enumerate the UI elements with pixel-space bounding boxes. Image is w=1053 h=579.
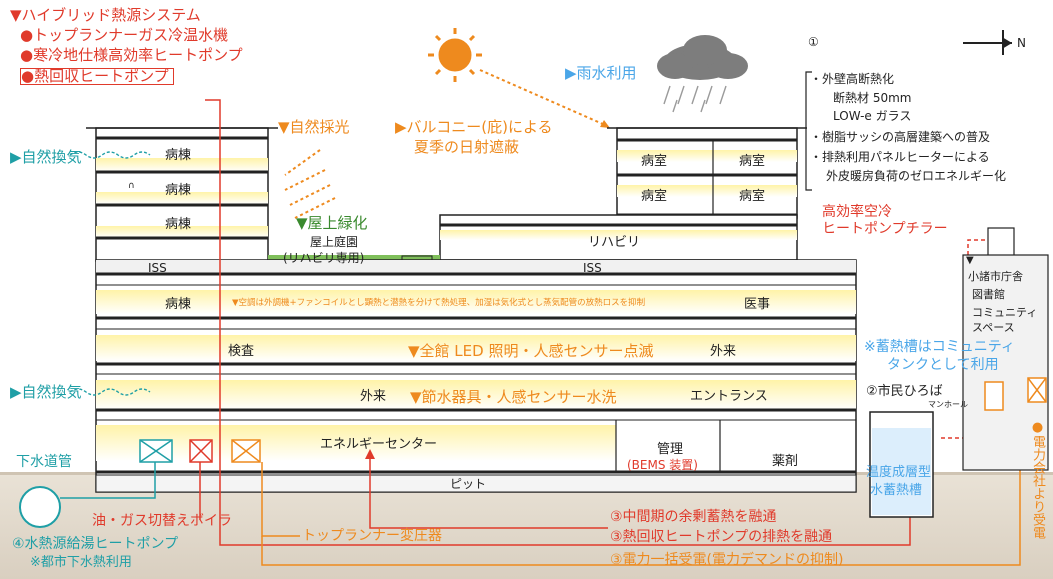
sun-ray-arrowhead	[600, 120, 610, 128]
balcony-label-line2: 夏季の日射遮蔽	[414, 138, 520, 156]
patient-room-3: 病室	[641, 189, 668, 204]
tank-label-line1: 温度成層型	[866, 465, 932, 480]
patient-room-1: 病室	[641, 154, 668, 169]
management-label: 管理	[657, 442, 684, 457]
north-arrow-icon	[963, 30, 1012, 55]
storage-note-line1: ※蓄熱槽はコミュニティ	[864, 339, 1015, 355]
civic-line4: スペース	[972, 321, 1015, 334]
roof-greening-label: ▼屋上緑化	[296, 214, 368, 232]
balcony-label-line1: ▶バルコニー(庇)による	[395, 118, 553, 136]
chiller-label-line2: ヒートポンプチラー	[822, 221, 948, 237]
bulk-power-label: ③電力一括受電(電力デマンドの抑制)	[610, 552, 844, 568]
chiller-label-line1: 高効率空冷	[822, 204, 892, 220]
hybrid-item-1: ●トップランナーガス冷温水機	[20, 26, 229, 44]
rehab-label: リハビリ	[588, 235, 641, 250]
equipment-box-teal	[139, 439, 173, 463]
patient-room-2: 病室	[739, 154, 766, 169]
chiller-unit	[987, 227, 1015, 259]
civic-line1: 小諸市庁舎	[968, 270, 1023, 283]
sun-icon	[428, 28, 482, 82]
rain-use-label: ▶雨水利用	[565, 64, 637, 82]
natural-light-arrows	[284, 149, 336, 219]
power-line	[261, 420, 1021, 566]
hybrid-system-title: ▼ハイブリッド熱源システム	[10, 6, 201, 24]
power-company-label: ●電力会社より受電	[1030, 420, 1045, 539]
sewer-pipe-label: 下水道管	[16, 454, 72, 470]
sewer-pipe-icon	[19, 486, 61, 528]
heat-recovery-line	[205, 99, 911, 546]
tower-symbol: ∩	[128, 181, 135, 191]
hybrid-item-2: ●寒冷地仕様高効率ヒートポンプ	[20, 46, 243, 64]
surplus-heat-arrowhead	[365, 449, 375, 459]
note1-number: ①	[808, 35, 819, 49]
natural-light-label: ▼自然採光	[278, 118, 350, 136]
surplus-heat-line	[369, 453, 608, 529]
north-label: N	[1017, 36, 1026, 50]
outpatient-label-1: 外来	[710, 344, 737, 359]
pit-label: ピット	[450, 477, 487, 491]
civic-line3: コミュニティ	[972, 306, 1038, 319]
storage-tank-water	[872, 428, 931, 515]
equipment-box-orange	[231, 439, 261, 463]
transformer-label: トップランナー変圧器	[302, 528, 442, 544]
sewer-heat-pump-label: ④水熱源給湯ヒートポンプ	[12, 536, 179, 552]
roof-garden-sub-label: (リハビリ専用)	[283, 251, 365, 265]
iss-label-1: ISS	[148, 261, 167, 275]
note1-line4: ・樹脂サッシの高層建築への普及	[810, 130, 991, 144]
hybrid-item-3: ●熱回収ヒートポンプ	[20, 68, 174, 85]
tank-label-line2: 水蓄熱槽	[870, 483, 923, 498]
civic-building	[962, 254, 1049, 471]
surplus-heat-label: ③中間期の余剰蓄熱を融通	[610, 509, 777, 525]
right-tower	[607, 127, 807, 219]
pharmacy-label: 薬剤	[772, 454, 799, 469]
bems-label: (BEMS 装置)	[627, 458, 698, 472]
inspection-label: 検査	[228, 344, 255, 359]
equipment-box-red	[189, 439, 213, 463]
patient-room-4: 病室	[739, 189, 766, 204]
note1-line3: LOW-e ガラス	[833, 109, 912, 123]
boiler-label: 油・ガス切替えボイラ	[92, 513, 232, 529]
ward-label-2: 病棟	[165, 183, 192, 198]
entrance-label: エントランス	[690, 389, 768, 404]
rain-icon	[663, 85, 727, 113]
ventilation-wave-1	[69, 151, 151, 159]
natural-ventilation-label-1: ▶自然換気	[10, 148, 82, 166]
note-bracket	[805, 71, 812, 191]
left-tower	[86, 127, 278, 262]
ac-note: ▼空調は外調機+ファンコイルとし顕熱と潜熱を分けて熱処理、加湿は気化式とし蒸気配…	[232, 298, 646, 308]
outpatient-label-2: 外来	[360, 389, 387, 404]
note1-line6: 外皮暖房負荷のゼロエネルギー化	[826, 169, 1007, 183]
ward-label-4: 病棟	[165, 297, 192, 312]
cloud-icon	[657, 35, 748, 80]
note1-line2: 断熱材 50mm	[833, 91, 912, 105]
water-saving-label: ▼節水器具・人感センサー水洗	[410, 388, 617, 406]
iss-label-2: ISS	[583, 261, 602, 275]
power-box	[1027, 377, 1047, 403]
manhole-label: マンホール	[928, 400, 968, 409]
ventilation-wave-2	[69, 388, 151, 396]
ward-label-1: 病棟	[165, 148, 192, 163]
civic-marker: ▼	[966, 255, 974, 266]
main-podium	[95, 259, 857, 493]
sewer-heat-pump-sub-label: ※都市下水熱利用	[30, 555, 132, 570]
manhole-box	[984, 381, 1004, 411]
natural-ventilation-label-2: ▶自然換気	[10, 383, 82, 401]
energy-center-label: エネルギーセンター	[320, 437, 438, 452]
led-lighting-label: ▼全館 LED 照明・人感センサー点滅	[408, 342, 654, 360]
plaza-label: ②市民ひろば	[866, 384, 943, 399]
sun-ray-arrow	[479, 69, 606, 126]
note1-line1: ・外壁高断熱化	[810, 72, 895, 86]
civic-line2: 図書館	[972, 288, 1005, 301]
ward-label-3: 病棟	[165, 217, 192, 232]
medical-affairs-label: 医事	[744, 297, 771, 312]
storage-note-line2: タンクとして利用	[887, 357, 999, 373]
roof-garden-label: 屋上庭園	[310, 235, 359, 249]
heat-recovery-exhaust-label: ③熱回収ヒートポンプの排熱を融通	[610, 529, 833, 545]
sewer-line	[60, 462, 156, 499]
rehab-block	[439, 214, 798, 261]
note1-line5: ・排熱利用パネルヒーターによる	[810, 150, 990, 164]
